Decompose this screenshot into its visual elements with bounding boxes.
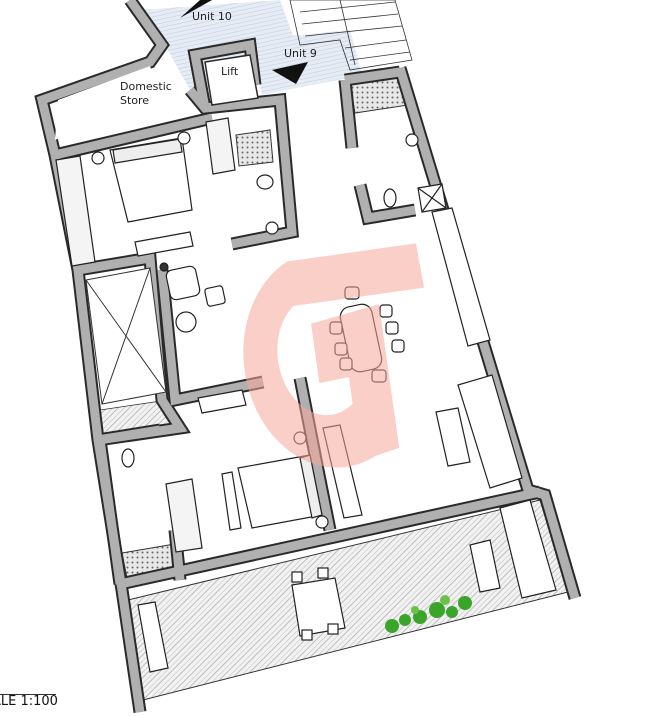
- wardrobe: [55, 155, 96, 267]
- wardrobe: [205, 117, 236, 175]
- sofa: [457, 374, 523, 489]
- void-opening: [85, 267, 167, 405]
- scale-bar: [0, 694, 56, 695]
- staircase: [289, 0, 413, 71]
- scale-label: ALE 1:100: [0, 694, 58, 709]
- wardrobe: [165, 478, 203, 553]
- kitchen-counter: [431, 207, 491, 347]
- label-unit-10: Unit 10: [192, 10, 232, 23]
- label-domestic-store-line1: Domestic: [120, 80, 172, 93]
- label-lift: Lift: [221, 65, 239, 78]
- label-unit-9: Unit 9: [284, 47, 317, 60]
- walls: [34, 0, 582, 713]
- north-arrow-icon: [180, 0, 212, 18]
- furniture: [55, 117, 557, 673]
- plant-icon: [385, 595, 472, 633]
- label-domestic-store-line2: Store: [120, 94, 149, 107]
- north-arrow-icon: [272, 62, 308, 84]
- lift-shaft: [204, 54, 259, 106]
- logo-g-icon: [243, 243, 425, 468]
